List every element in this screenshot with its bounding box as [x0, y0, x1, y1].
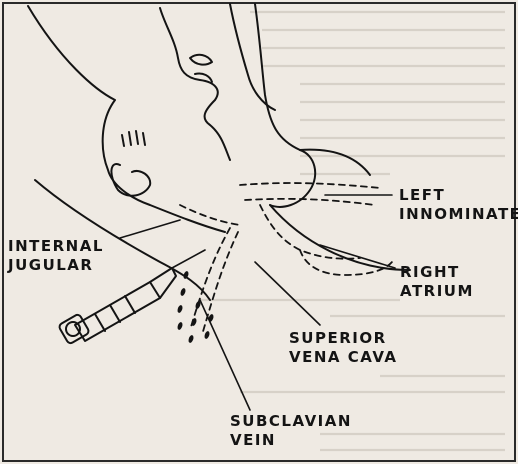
shoulder-outline: [270, 205, 410, 270]
vessel-subclavian-a: [190, 228, 230, 330]
vessel-internal-jugular: [180, 205, 240, 225]
label-subclavian-vein: SUBCLAVIAN VEIN: [230, 412, 352, 450]
leader-superior-vena-cava: [255, 262, 320, 325]
label-superior-vena-cava: SUPERIOR VENA CAVA: [289, 329, 398, 367]
nostril: [190, 55, 212, 65]
label-left-innominate-line-1: LEFT: [399, 186, 518, 205]
label-internal-jugular: INTERNAL JUGULAR: [8, 237, 104, 275]
wrist-outline: [300, 150, 370, 175]
label-right-atrium-line-1: RIGHT: [400, 263, 474, 282]
label-internal-jugular-line-2: JUGULAR: [8, 256, 104, 275]
label-internal-jugular-line-1: INTERNAL: [8, 237, 104, 256]
label-left-innominate-line-2: INNOMINATE: [399, 205, 518, 224]
hair-marks: [122, 131, 145, 146]
hand-outline: [255, 4, 315, 207]
ear: [111, 164, 150, 196]
label-left-innominate: LEFT INNOMINATE: [399, 186, 518, 224]
face-profile: [160, 8, 230, 160]
vessel-left-innominate-lower: [245, 199, 375, 205]
label-subclavian-vein-line-2: VEIN: [230, 431, 352, 450]
leader-right-atrium: [320, 245, 395, 268]
subclavian-dots: [177, 270, 215, 343]
label-right-atrium-line-2: ATRIUM: [400, 282, 474, 301]
finger-outline: [230, 4, 275, 110]
label-superior-vena-cava-line-1: SUPERIOR: [289, 329, 398, 348]
label-superior-vena-cava-line-2: VENA CAVA: [289, 348, 398, 367]
vessel-superior-vena-cava: [260, 205, 360, 259]
leader-internal-jugular: [120, 220, 180, 238]
label-subclavian-vein-line-1: SUBCLAVIAN: [230, 412, 352, 431]
label-right-atrium: RIGHT ATRIUM: [400, 263, 474, 301]
vessel-left-innominate-upper: [240, 183, 380, 188]
bleed-through-text: [200, 12, 505, 450]
